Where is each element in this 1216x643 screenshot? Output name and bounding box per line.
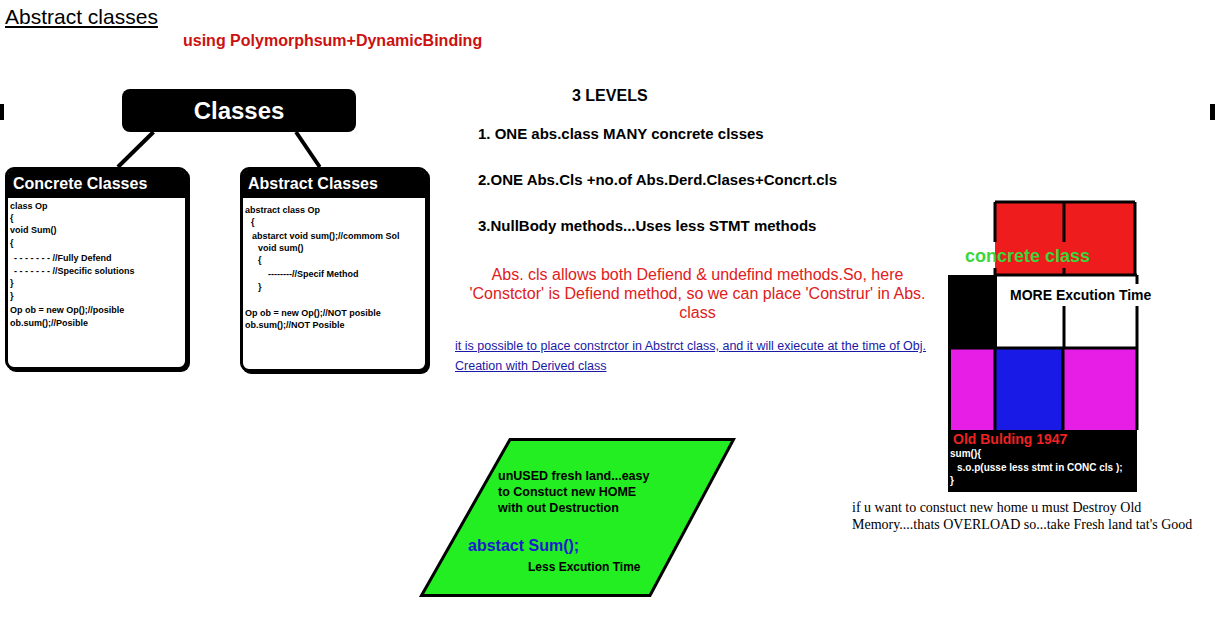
tree-connector bbox=[296, 132, 320, 167]
code-line: } bbox=[10, 277, 14, 289]
building-wall bbox=[1134, 202, 1137, 275]
box-heading: Abstract Classes bbox=[243, 170, 425, 198]
note-text: it is possible to place constrctor in Ab… bbox=[455, 336, 935, 376]
shape-note: unUSED fresh land...easy to Constuct new… bbox=[498, 468, 663, 516]
list-item: 1. ONE abs.class MANY concrete clsses bbox=[478, 124, 764, 143]
concrete-class-box: Concrete Classesclass Op{void Sum(){- - … bbox=[5, 167, 188, 370]
fresh-land-parallelogram: unUSED fresh land...easy to Constuct new… bbox=[420, 438, 735, 597]
building-wall bbox=[995, 274, 1137, 277]
note-text: Abs. cls allows both Defiend & undefind … bbox=[455, 265, 940, 322]
note-text: if u want to constuct new home u must De… bbox=[852, 499, 1207, 533]
code-line: --------//Specif Method bbox=[268, 268, 358, 280]
old-building-illustration: concrete classMORE Excution TimeOld Buld… bbox=[948, 200, 1170, 492]
edge-mark bbox=[0, 104, 4, 120]
building-label: Old Bulding 1947 bbox=[953, 432, 1067, 447]
building-label: MORE Excution Time bbox=[1010, 287, 1151, 304]
building-label: concrete class bbox=[965, 245, 1090, 267]
code-line: void sum() bbox=[258, 242, 304, 254]
building-wall bbox=[948, 348, 951, 430]
building-wall bbox=[994, 348, 997, 430]
code-line: ob.sum();//NOT Posible bbox=[245, 319, 345, 331]
code-line: s.o.p(usse less stmt in CONC cls ); bbox=[957, 462, 1123, 474]
list-item: 3.NullBody methods...Uses less STMT meth… bbox=[478, 216, 816, 235]
code-line: } bbox=[10, 290, 14, 302]
list-item: 2.ONE Abs.Cls +no.of Abs.Derd.Clases+Con… bbox=[478, 170, 837, 189]
building-wall bbox=[1062, 348, 1065, 430]
building-block bbox=[948, 348, 995, 430]
land-shape bbox=[422, 440, 734, 596]
code-line: { bbox=[10, 237, 14, 249]
box-heading: Concrete Classes bbox=[8, 170, 185, 198]
code-line: abstarct void sum();//commom Sol bbox=[252, 230, 400, 242]
building-wall bbox=[1063, 202, 1066, 242]
building-wall bbox=[948, 347, 1137, 350]
shape-note: Less Excution Time bbox=[528, 560, 640, 574]
building-drawing bbox=[948, 200, 1170, 492]
building-wall bbox=[1063, 306, 1066, 348]
building-wall bbox=[994, 202, 997, 242]
root-class-box: Classes bbox=[122, 89, 356, 132]
building-wall bbox=[1136, 306, 1139, 348]
code-line: - - - - - - - //Specific solutions bbox=[14, 265, 135, 277]
code-line: Op ob = new Op();//NOT posible bbox=[245, 307, 381, 319]
building-block bbox=[995, 348, 1063, 430]
code-line: { bbox=[251, 216, 255, 228]
building-block bbox=[997, 275, 1137, 348]
code-line: Op ob = new Op();//posible bbox=[10, 304, 124, 316]
code-line: void Sum() bbox=[10, 224, 57, 236]
code-line: { bbox=[258, 254, 262, 266]
edge-mark bbox=[1210, 104, 1215, 120]
box-title: Classes bbox=[122, 89, 356, 132]
building-wall bbox=[1136, 348, 1139, 430]
code-line: abstract class Op bbox=[245, 204, 320, 216]
abstract-class-box: Abstract Classesabstract class Op{abstar… bbox=[240, 167, 428, 372]
code-line: sum(){ bbox=[950, 448, 981, 460]
code-line: class Op bbox=[10, 200, 48, 212]
page-title: Abstract classes bbox=[5, 5, 158, 29]
code-line: } bbox=[950, 475, 954, 487]
building-block bbox=[948, 275, 997, 348]
code-line: - - - - - - - //Fully Defend bbox=[14, 252, 112, 264]
tree-connector bbox=[118, 132, 154, 167]
code-line: abstact Sum(); bbox=[468, 536, 579, 555]
code-line: } bbox=[258, 281, 262, 293]
building-wall bbox=[1136, 275, 1139, 284]
building-block bbox=[1063, 348, 1137, 430]
code-line: ob.sum();//Posible bbox=[10, 317, 88, 329]
list-heading: 3 LEVELS bbox=[572, 86, 648, 106]
subtitle: using Polymorphsum+DynamicBinding bbox=[183, 31, 482, 51]
code-line: { bbox=[10, 212, 14, 224]
building-block bbox=[948, 430, 1137, 492]
